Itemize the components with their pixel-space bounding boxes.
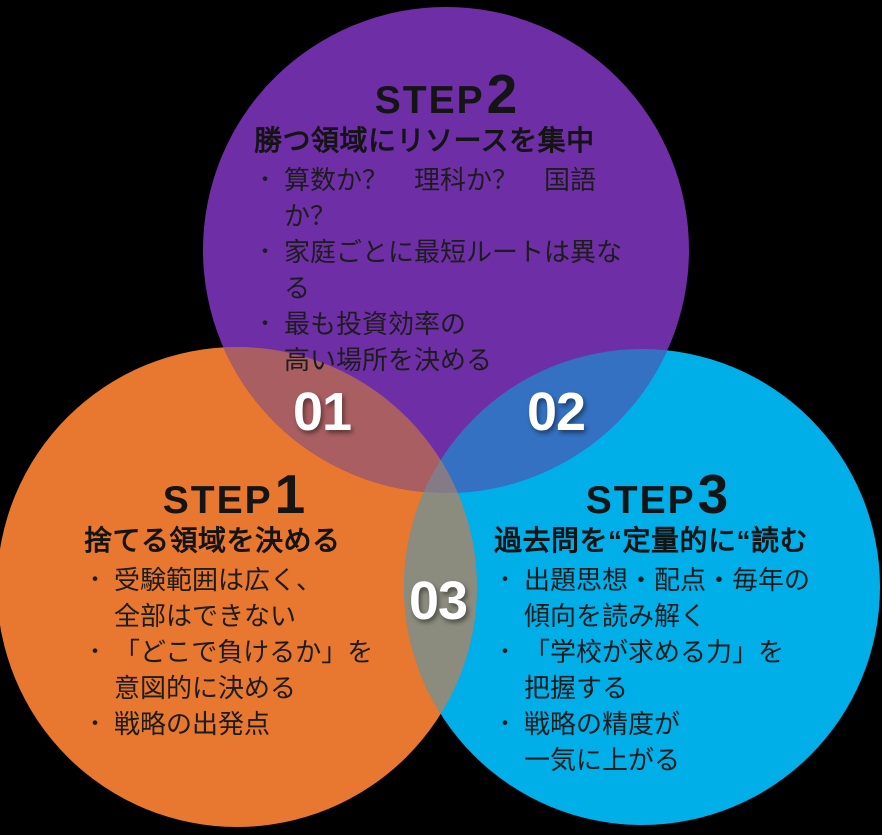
overlap-label-02: 02	[526, 382, 586, 442]
bullet-dot-icon: ・	[254, 167, 277, 192]
step3-heading: 過去問を“定量的に“読む	[494, 525, 809, 556]
bullet-text: 戦略の出発点	[114, 709, 271, 739]
step1-block: STEP 1 捨てる領域を決める ・ 受験範囲は広く、 全部はできない ・ 「ど…	[84, 462, 384, 742]
step3-bullet-1: ・ 出題思想・配点・毎年の 傾向を読み解く	[494, 562, 820, 634]
step3-bullet-3: ・ 戦略の精度が 一気に上がる	[494, 706, 820, 778]
bullet-text: 「学校が求める力」を 把握する	[524, 637, 785, 703]
step1-bullet-1: ・ 受験範囲は広く、 全部はできない	[84, 562, 384, 634]
step3-block: STEP 3 過去問を“定量的に“読む ・ 出題思想・配点・毎年の 傾向を読み解…	[494, 462, 820, 778]
bullet-text: 受験範囲は広く、 全部はできない	[114, 565, 323, 631]
step2-title: STEP 2	[254, 62, 638, 125]
bullet-dot-icon: ・	[494, 567, 517, 592]
step3-title-prefix: STEP	[585, 479, 696, 522]
bullet-dot-icon: ・	[254, 311, 277, 336]
step2-title-prefix: STEP	[374, 79, 485, 122]
step1-heading: 捨てる領域を決める	[84, 525, 341, 556]
step3-bullet-2: ・ 「学校が求める力」を 把握する	[494, 634, 820, 706]
step2-bullet-1: ・ 算数か？ 理科か？ 国語か？	[254, 162, 638, 234]
step1-bullet-2: ・ 「どこで負けるか」を 意図的に決める	[84, 634, 384, 706]
bullet-dot-icon: ・	[254, 239, 277, 264]
overlap-label-03: 03	[408, 571, 468, 631]
overlap-label-01: 01	[292, 382, 352, 442]
bullet-dot-icon: ・	[84, 567, 107, 592]
bullet-dot-icon: ・	[494, 711, 517, 736]
overlap-purple-orange	[203, 347, 477, 493]
step2-block: STEP 2 勝つ領域にリソースを集中 ・ 算数か？ 理科か？ 国語か？ ・ 家…	[254, 62, 638, 378]
bullet-dot-icon: ・	[84, 639, 107, 664]
step2-title-number: 2	[486, 63, 518, 125]
overlap-purple-blue	[404, 349, 689, 493]
step1-bullet-3: ・ 戦略の出発点	[84, 706, 384, 742]
step3-title-number: 3	[697, 463, 729, 525]
bullet-text: 戦略の精度が 一気に上がる	[524, 709, 681, 775]
bullet-text: 算数か？ 理科か？ 国語か？	[284, 165, 597, 231]
step1-title: STEP 1	[84, 462, 384, 525]
step2-bullet-2: ・ 家庭ごとに最短ルートは異なる	[254, 234, 638, 306]
step3-bullet-list: ・ 出題思想・配点・毎年の 傾向を読み解く ・ 「学校が求める力」を 把握する …	[494, 562, 820, 778]
bullet-text: 出題思想・配点・毎年の 傾向を読み解く	[524, 565, 811, 631]
step2-bullet-list: ・ 算数か？ 理科か？ 国語か？ ・ 家庭ごとに最短ルートは異なる ・ 最も投資…	[254, 162, 638, 378]
bullet-text: 家庭ごとに最短ルートは異なる	[284, 237, 623, 303]
step2-heading: 勝つ領域にリソースを集中	[254, 125, 595, 156]
bullet-text: 「どこで負けるか」を 意図的に決める	[114, 637, 374, 703]
bullet-text: 最も投資効率の 高い場所を決める	[284, 309, 493, 375]
bullet-dot-icon: ・	[494, 639, 517, 664]
step1-title-prefix: STEP	[162, 479, 273, 522]
bullet-dot-icon: ・	[84, 711, 107, 736]
step3-title: STEP 3	[494, 462, 820, 525]
step2-bullet-3: ・ 最も投資効率の 高い場所を決める	[254, 306, 638, 378]
step1-bullet-list: ・ 受験範囲は広く、 全部はできない ・ 「どこで負けるか」を 意図的に決める …	[84, 562, 384, 742]
step1-title-number: 1	[274, 463, 306, 525]
